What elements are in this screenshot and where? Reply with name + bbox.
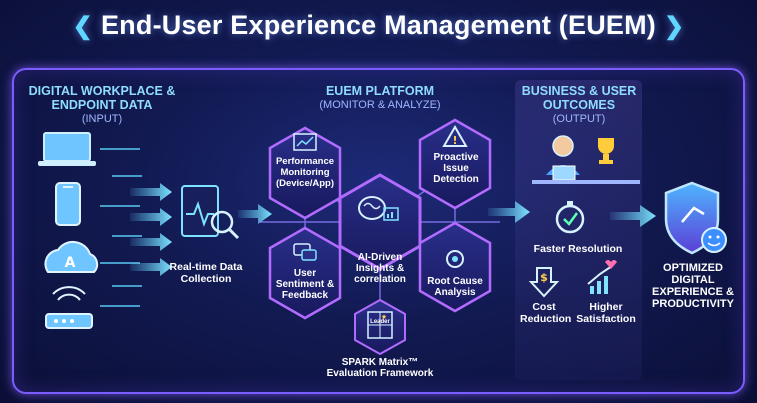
spark-badge: Leader bbox=[370, 319, 390, 325]
arrow-icon bbox=[130, 233, 172, 251]
warning-icon: ! bbox=[442, 125, 468, 147]
arrow-icon bbox=[610, 205, 656, 227]
diagram-frame bbox=[12, 68, 745, 394]
stopwatch-icon bbox=[555, 201, 585, 234]
data-streams bbox=[100, 148, 142, 307]
cloud-app-icon: A bbox=[44, 240, 99, 273]
ai-label: AI-Driven Insights & correlation bbox=[354, 252, 406, 285]
svg-text:A: A bbox=[65, 255, 76, 271]
svg-text:!: ! bbox=[452, 134, 457, 147]
proactive-label: Proactive Issue Detection bbox=[433, 152, 479, 185]
arrow-icon bbox=[488, 201, 530, 223]
dollar-down-icon: $ bbox=[528, 267, 560, 298]
higher-satisfaction-label: Higher Satisfaction bbox=[576, 301, 636, 325]
brain-icon bbox=[358, 196, 399, 221]
spark-label: SPARK Matrix™ Evaluation Framework bbox=[326, 357, 434, 379]
input-heading: DIGITAL WORKPLACE & ENDPOINT DATA (INPUT… bbox=[22, 84, 182, 126]
satisfaction-chart-icon bbox=[587, 260, 617, 294]
user-desk-icon bbox=[532, 135, 640, 184]
collection-label: Real-time Data Collection bbox=[169, 261, 243, 285]
scanner-icon bbox=[181, 185, 240, 240]
platform-heading: EUEM PLATFORM (MONITOR & ANALYZE) bbox=[300, 84, 460, 112]
wifi-router-icon bbox=[45, 286, 93, 329]
magnifier-icon bbox=[446, 250, 464, 268]
smartphone-icon bbox=[55, 182, 81, 226]
chat-icon bbox=[293, 243, 317, 261]
shield-smile-icon bbox=[664, 181, 727, 255]
arrow-icon bbox=[238, 204, 272, 224]
arrow-icon bbox=[130, 258, 172, 276]
hex-sentiment bbox=[268, 226, 342, 320]
root-cause-label: Root Cause Analysis bbox=[427, 276, 483, 298]
performance-label: Performance Monitoring (Device/App) bbox=[275, 156, 335, 189]
final-outcome-label: OPTIMIZED DIGITAL EXPERIENCE & PRODUCTIV… bbox=[652, 262, 734, 310]
page-title: ❮ End-User Experience Management (EUEM) ❯ bbox=[0, 10, 757, 41]
arrow-icon bbox=[130, 208, 172, 226]
sentiment-label: User Sentiment & Feedback bbox=[275, 268, 335, 301]
cost-reduction-label: Cost Reduction bbox=[520, 301, 572, 325]
chevron-left-icon: ❮ bbox=[72, 13, 93, 40]
hex-performance bbox=[268, 126, 342, 220]
hex-proactive bbox=[418, 118, 492, 210]
trophy-icon bbox=[598, 138, 614, 164]
platform-heading-text: EUEM PLATFORM bbox=[325, 84, 435, 98]
platform-subheading: (MONITOR & ANALYZE) bbox=[319, 99, 441, 111]
input-subheading: (INPUT) bbox=[81, 113, 123, 125]
output-subheading: (OUTPUT) bbox=[552, 113, 606, 125]
arrow-icon bbox=[130, 183, 172, 201]
svg-text:★: ★ bbox=[381, 313, 387, 321]
title-text: End-User Experience Management (EUEM) bbox=[100, 10, 657, 40]
faster-resolution-label: Faster Resolution bbox=[533, 243, 623, 255]
chart-icon bbox=[293, 133, 317, 151]
hex-ai bbox=[338, 173, 422, 271]
chevron-right-icon: ❯ bbox=[664, 13, 685, 40]
laptop-icon bbox=[38, 132, 96, 166]
output-heading: BUSINESS & USER OUTCOMES (OUTPUT) bbox=[520, 84, 638, 126]
matrix-icon: ★ bbox=[367, 311, 393, 339]
input-heading-text: DIGITAL WORKPLACE & ENDPOINT DATA bbox=[28, 84, 176, 112]
svg-text:$: $ bbox=[540, 271, 548, 284]
output-heading-text: BUSINESS & USER OUTCOMES bbox=[521, 84, 637, 112]
input-arrows bbox=[130, 183, 172, 276]
